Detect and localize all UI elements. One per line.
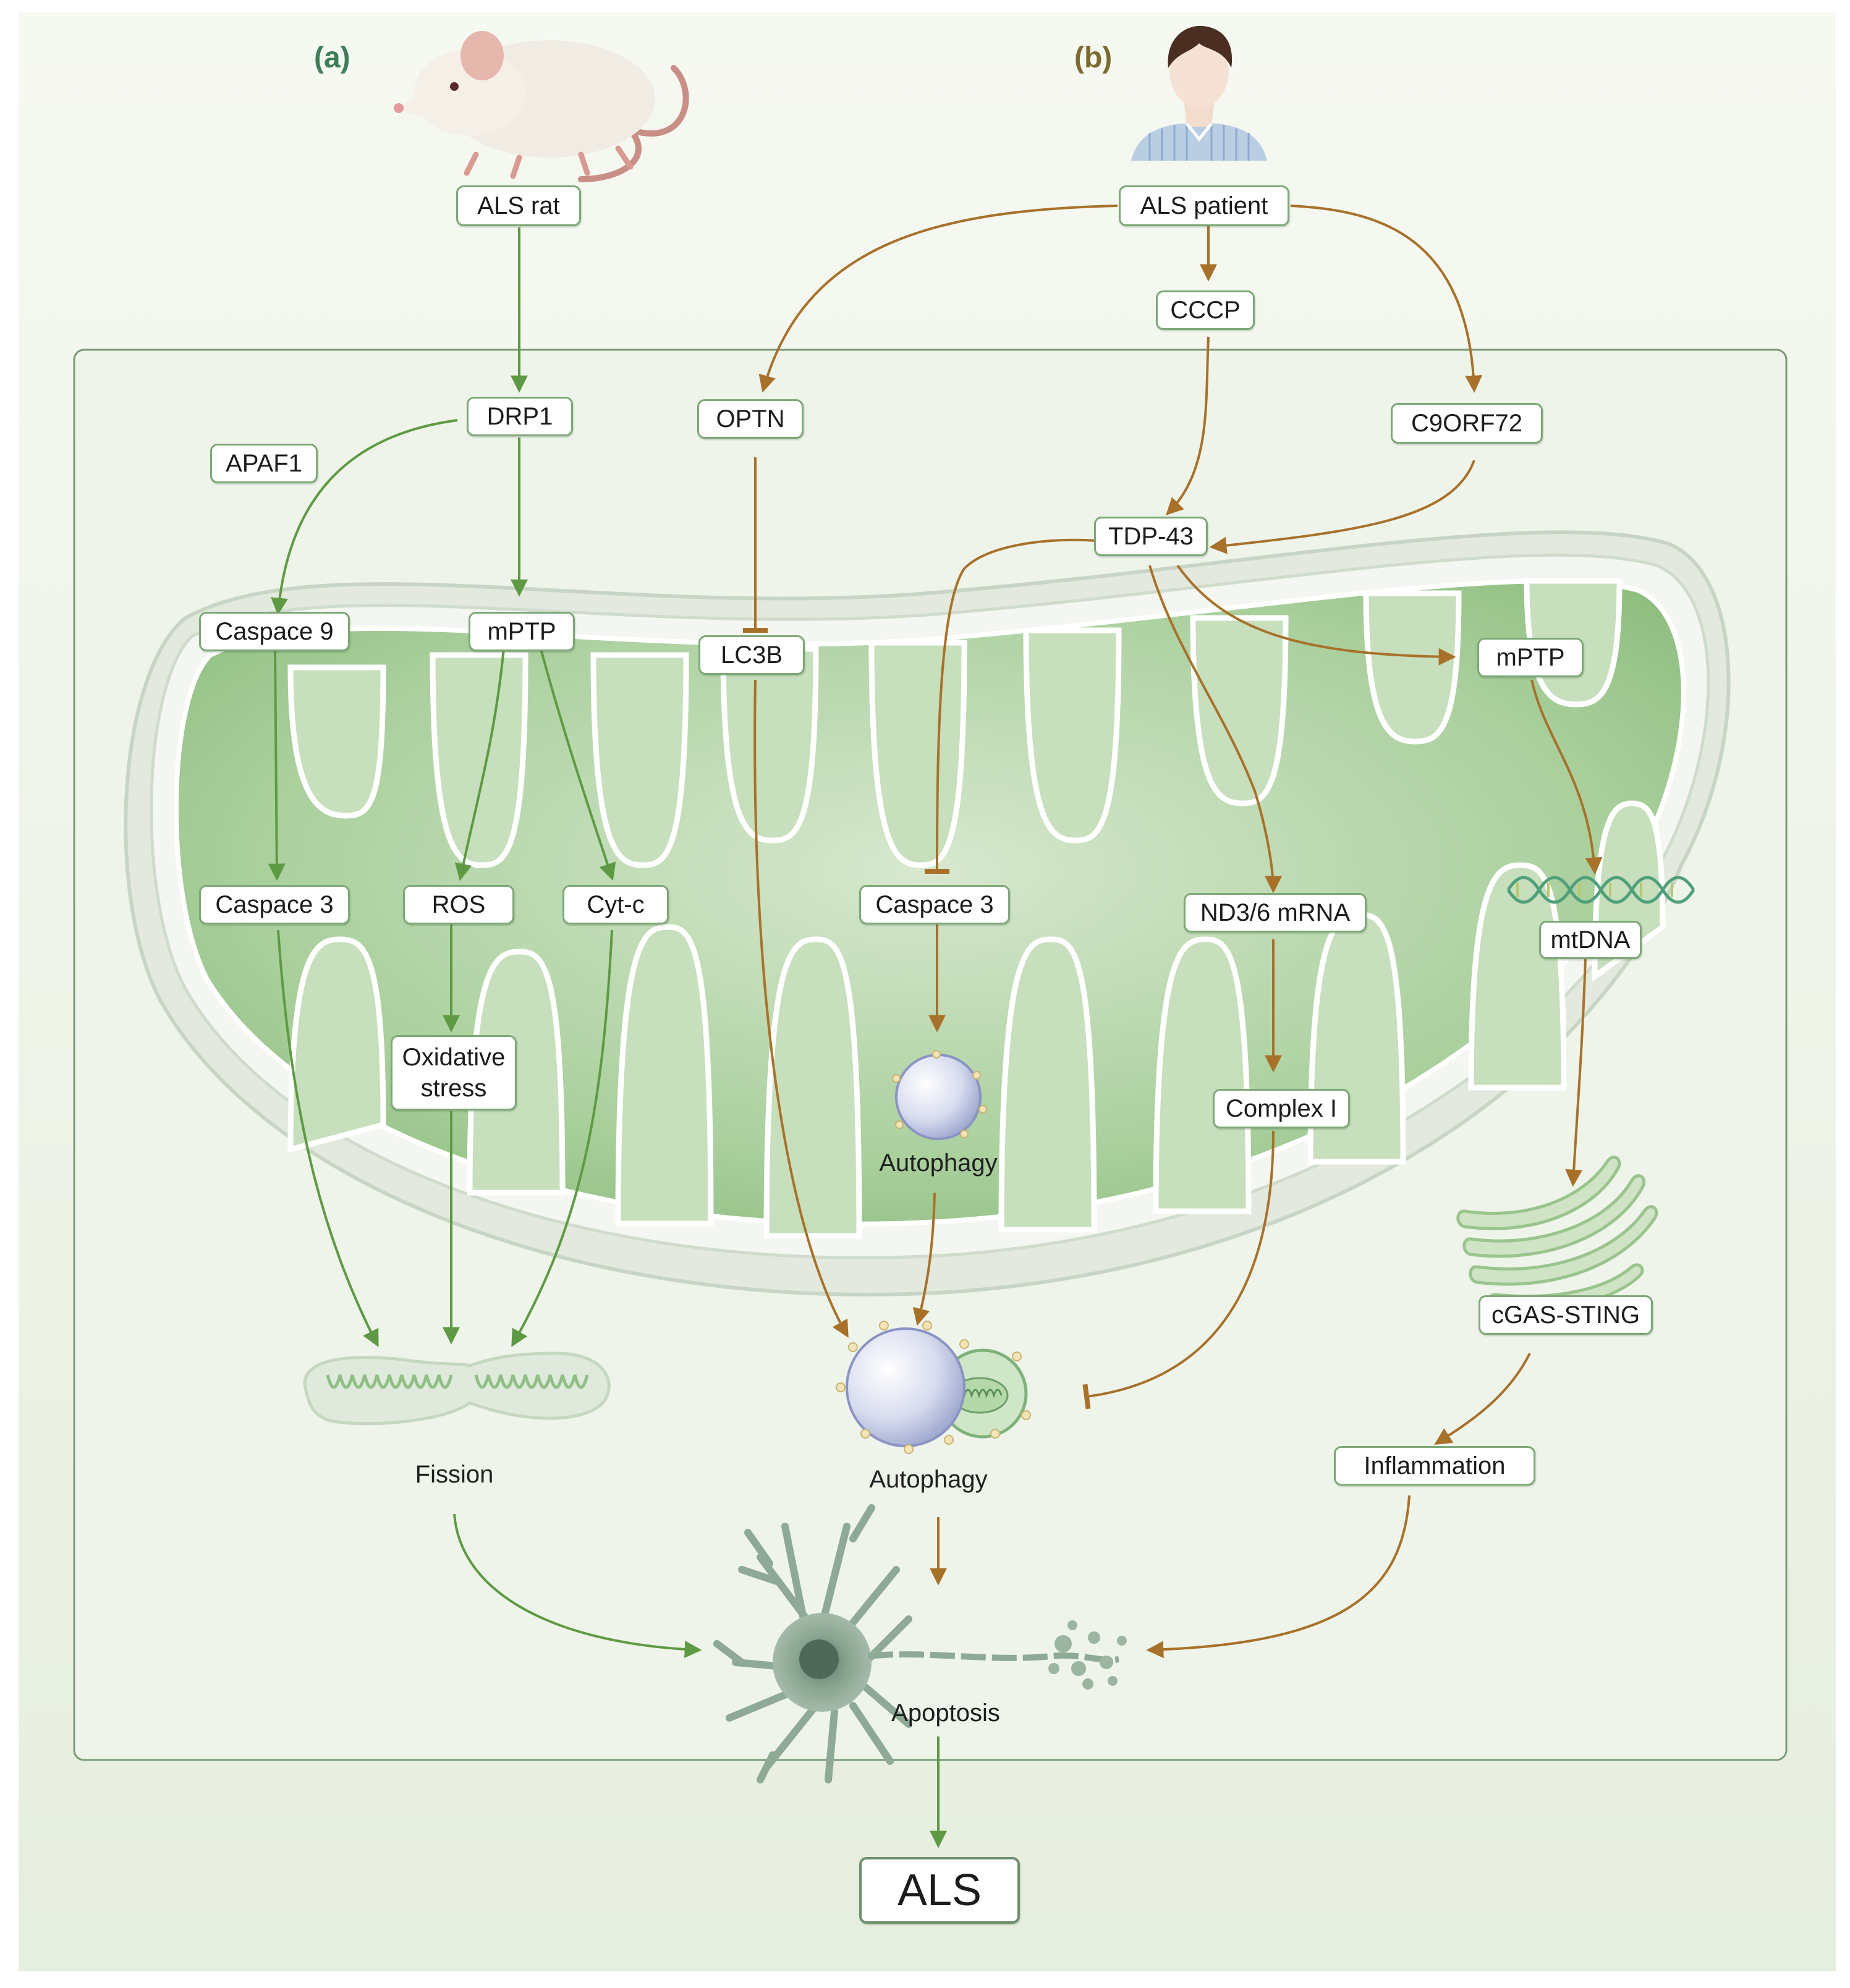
panel-label-a: (a) [314, 41, 350, 74]
apaf1-node: APAF1 [210, 444, 318, 483]
panel-label-b: (b) [1074, 41, 1113, 74]
inflammation-node: Inflammation [1334, 1446, 1535, 1486]
caspase3-node-b: Caspace 3 [859, 885, 1010, 924]
green-pathway-arrows [268, 227, 947, 1848]
cgas-sting-node: cGAS-STING [1479, 1295, 1653, 1335]
mptp-node-a: mPTP [469, 612, 575, 651]
complex1-node: Complex I [1213, 1089, 1350, 1128]
ros-node: ROS [403, 885, 514, 924]
mtdna-node: mtDNA [1539, 921, 1642, 959]
caspase9-node: Caspace 9 [199, 612, 350, 651]
tdp43-node: TDP-43 [1094, 517, 1208, 556]
oxidative-stress-line-1: Oxidative [402, 1044, 506, 1071]
nd36-mrna-node: ND3/6 mRNA [1184, 893, 1367, 933]
autolysosome-icon [836, 1321, 1031, 1454]
autophagy-label-small: Autophagy [879, 1149, 998, 1177]
als-patient-node: ALS patient [1119, 185, 1289, 226]
c9orf72-node: C9ORF72 [1391, 403, 1543, 444]
lc3b-node: LC3B [698, 635, 805, 675]
caspase3-node-a: Caspace 3 [199, 885, 350, 924]
als-outcome-node: ALS [859, 1857, 1020, 1924]
mptp-node-b: mPTP [1477, 638, 1584, 677]
optn-node: OPTN [697, 399, 804, 439]
rat-icon [394, 31, 689, 182]
fission-label: Fission [415, 1461, 494, 1488]
autophagy-label-large: Autophagy [869, 1466, 988, 1493]
oxidative-stress-node: Oxidative stress [391, 1035, 517, 1110]
oxidative-stress-line-2: stress [420, 1075, 487, 1102]
als-rat-node: ALS rat [456, 185, 581, 226]
brown-pathway-arrows [743, 205, 1603, 1659]
fissioned-mitochondrion-icon [303, 1351, 611, 1426]
dna-helix-icon [1506, 876, 1695, 904]
drp1-node: DRP1 [467, 397, 573, 436]
cytc-node: Cyt-c [562, 885, 669, 924]
apoptotic-neuron-icon [713, 1504, 1127, 1783]
patient-icon [1131, 25, 1267, 161]
cccp-node: CCCP [1156, 290, 1255, 330]
autophagosome-icon [892, 1050, 987, 1140]
apoptosis-label: Apoptosis [891, 1699, 1000, 1727]
